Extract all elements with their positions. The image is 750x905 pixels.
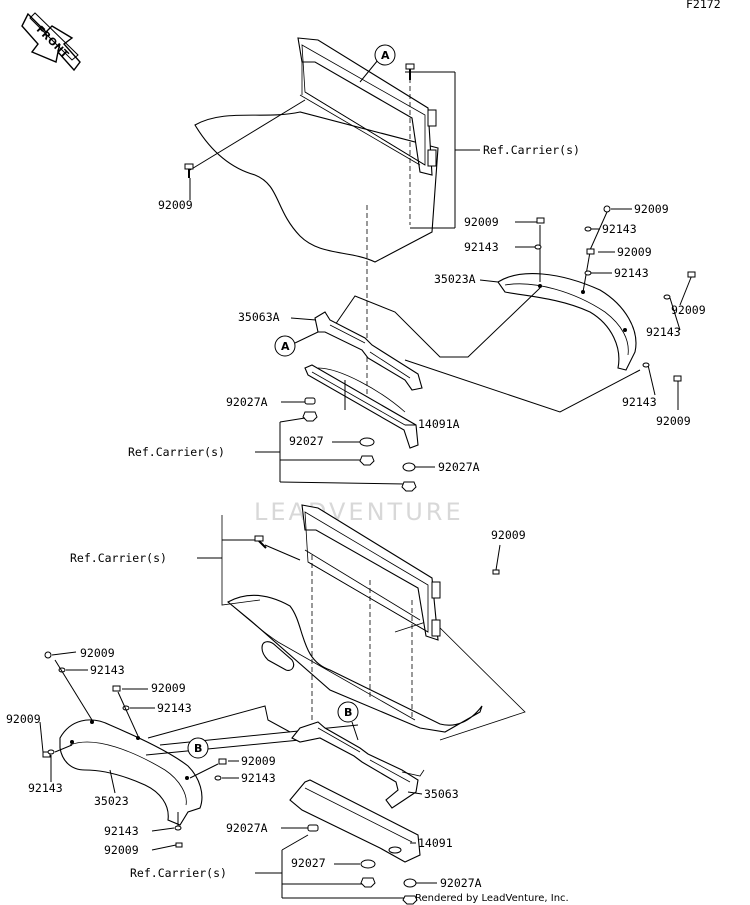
front-arrow-icon: FRONT [21, 12, 81, 72]
fender-35023 [59, 719, 203, 826]
part-number-35063A: 35063A [238, 310, 280, 324]
part-number-92143-lower-left-3: 92143 [28, 781, 63, 795]
part-number-92027-lower: 92027 [291, 856, 326, 870]
part-number-92009-lower-left-3: 92009 [6, 712, 41, 726]
lower-tailgate-assembly: Ref.Carrier(s) 92009 B [6, 504, 526, 905]
support-rail-14091 [289, 779, 421, 863]
part-number-92143-lower-bottom: 92143 [104, 824, 139, 838]
credit-text: Rendered by LeadVenture, Inc. [415, 893, 569, 904]
upper-tailgate-assembly: A Ref.Carrier(s) 92009 [128, 37, 706, 492]
bracket-35063 [291, 721, 425, 809]
part-number-92009-lower-left-1: 92009 [80, 646, 115, 660]
callout-a-marker-upper [374, 44, 396, 66]
part-number-92143-lower-left-1: 92143 [90, 663, 125, 677]
callout-b-marker-right [337, 701, 359, 723]
bolt-icon [405, 63, 415, 80]
part-number-92009-lower-center: 92009 [241, 754, 276, 768]
tailgate-frame-lower [301, 504, 441, 641]
ref-carrier-upper-top: Ref.Carrier(s) [483, 143, 580, 157]
tailgate-liner-upper [194, 111, 439, 263]
part-number-35063: 35063 [424, 787, 459, 801]
part-number-92143-lower-left-2: 92143 [157, 701, 192, 715]
part-number-92009-right-2: 92009 [464, 215, 499, 229]
ref-carrier-upper-bottom: Ref.Carrier(s) [128, 445, 225, 459]
callout-a-label-lower: A [281, 340, 290, 353]
part-number-92009-lower-left-2: 92009 [151, 681, 186, 695]
part-number-92027A-lower-2: 92027A [440, 876, 482, 890]
callout-b-label-right: B [344, 706, 352, 719]
tailgate-frame-upper [297, 37, 437, 176]
tailgate-liner-lower [227, 594, 483, 733]
ref-carrier-lower-bottom: Ref.Carrier(s) [130, 866, 227, 880]
bolt-icon [184, 163, 194, 178]
part-number-92143-right-4: 92143 [646, 325, 681, 339]
part-number-92009-upper-left: 92009 [158, 198, 193, 212]
callout-b-label-left: B [194, 742, 202, 755]
part-number-92143-right-2: 92143 [464, 240, 499, 254]
fender-35023A [497, 273, 637, 371]
part-number-14091A: 14091A [418, 417, 460, 431]
part-number-92143-right-5: 92143 [622, 395, 657, 409]
part-number-92143-right-3: 92143 [614, 266, 649, 280]
part-number-14091: 14091 [418, 836, 453, 850]
callout-b-marker-left [187, 737, 209, 759]
part-number-92009-lower-bottom: 92009 [104, 843, 139, 857]
tailgate-handle [261, 641, 295, 671]
support-rail-14091A [304, 364, 419, 449]
part-number-35023A: 35023A [434, 272, 476, 286]
part-number-92009-right-5: 92009 [656, 414, 691, 428]
watermark: LEADVENTURE [254, 498, 464, 526]
part-number-92027A-upper-2: 92027A [438, 460, 480, 474]
bracket-35063A [314, 311, 423, 391]
part-number-92009-lower-right: 92009 [491, 528, 526, 542]
part-number-92143-lower-center: 92143 [241, 771, 276, 785]
part-number-92027-upper: 92027 [289, 434, 324, 448]
bolt-icon [254, 535, 267, 549]
part-number-92143-right-1: 92143 [602, 222, 637, 236]
figure-code: F2172 [686, 0, 721, 11]
part-number-92009-right-1: 92009 [634, 202, 669, 216]
part-number-92027A-lower-1: 92027A [226, 821, 268, 835]
callout-a-label-upper: A [381, 49, 390, 62]
part-number-92027A-upper-1: 92027A [226, 395, 268, 409]
callout-a-marker-lower [274, 335, 296, 357]
ref-carrier-lower-left: Ref.Carrier(s) [70, 551, 167, 565]
part-number-92009-right-3: 92009 [617, 245, 652, 259]
part-number-92009-right-4: 92009 [671, 303, 706, 317]
part-number-35023: 35023 [94, 794, 129, 808]
